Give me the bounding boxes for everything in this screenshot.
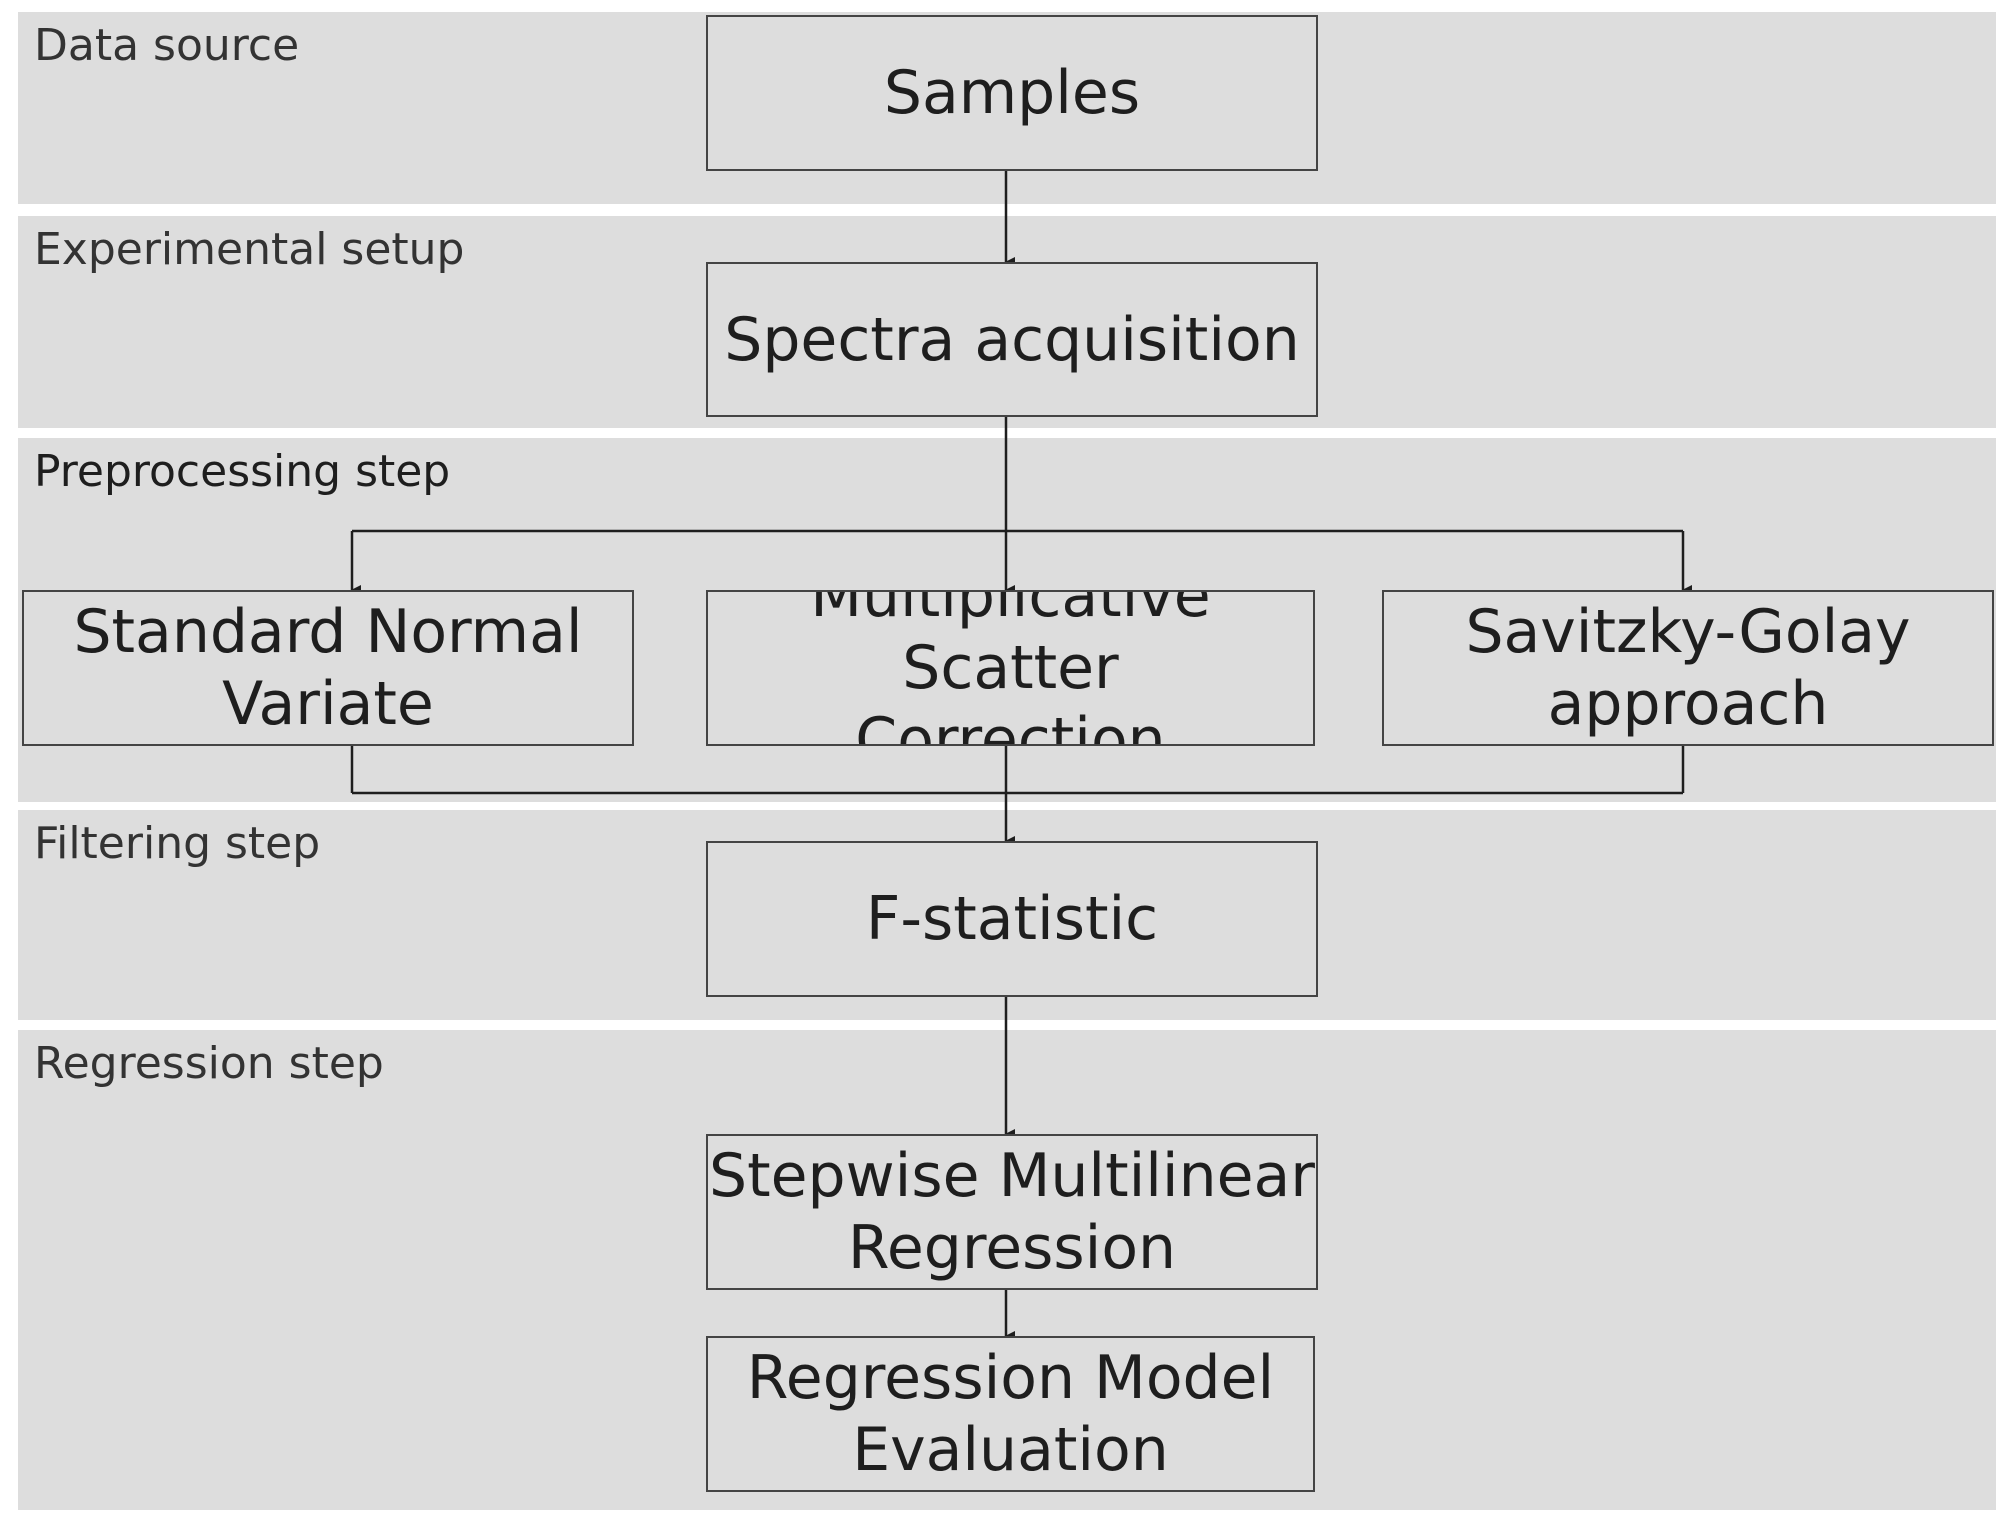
node-savitzky-golay: Savitzky-Golay approach <box>1382 590 1994 746</box>
node-savgol-label: Savitzky-Golay approach <box>1465 597 1911 739</box>
node-stepwise-multilinear-regression: Stepwise Multilinear Regression <box>706 1134 1318 1290</box>
node-standard-normal-variate: Standard Normal Variate <box>22 590 634 746</box>
stage-label-data-source: Data source <box>34 20 300 71</box>
node-snv-label: Standard Normal Variate <box>73 597 583 739</box>
stage-label-experimental-setup: Experimental setup <box>34 224 465 275</box>
node-model-eval-label: Regression Model Evaluation <box>746 1343 1275 1485</box>
stage-label-filtering: Filtering step <box>34 818 321 869</box>
node-f-statistic: F-statistic <box>706 841 1318 997</box>
stage-label-regression: Regression step <box>34 1038 384 1089</box>
node-spectra-acquisition-label: Spectra acquisition <box>724 304 1300 375</box>
node-f-statistic-label: F-statistic <box>865 884 1159 954</box>
node-stepwise-label: Stepwise Multilinear Regression <box>709 1141 1315 1283</box>
node-multiplicative-scatter-correction: Multiplicative Scatter Correction <box>706 590 1315 746</box>
node-msc-label: Multiplicative Scatter Correction <box>810 590 1211 746</box>
node-regression-model-evaluation: Regression Model Evaluation <box>706 1336 1315 1492</box>
node-samples-label: Samples <box>883 58 1141 128</box>
stage-label-preprocessing: Preprocessing step <box>34 446 451 497</box>
node-samples: Samples <box>706 15 1318 171</box>
node-spectra-acquisition: Spectra acquisition <box>706 262 1318 417</box>
